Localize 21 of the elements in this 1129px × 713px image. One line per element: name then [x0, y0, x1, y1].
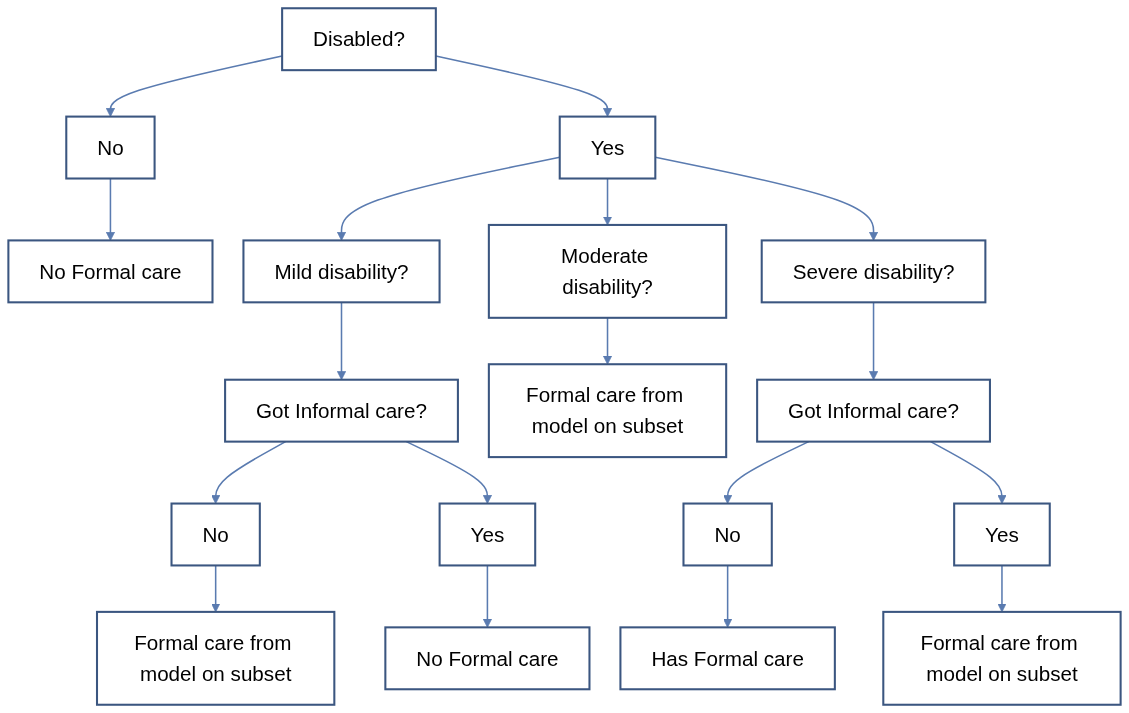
- node-box: No: [170, 502, 261, 567]
- node-box: No Formal care: [7, 239, 214, 304]
- node-box: Formal care from model on subset: [487, 363, 728, 459]
- node-box: Formal care from model on subset: [882, 610, 1122, 706]
- node-box: Mild disability?: [242, 239, 441, 304]
- node-box: Got Informal care?: [224, 378, 459, 443]
- arrow: [435, 55, 613, 117]
- node-box: No: [682, 502, 773, 567]
- node-box: No: [65, 115, 156, 180]
- node-box: Yes: [558, 115, 657, 180]
- node-box: Got Informal care?: [756, 378, 991, 443]
- node-box: Yes: [953, 502, 1051, 567]
- node-box: No Formal care: [384, 626, 591, 691]
- node-box: Formal care from model on subset: [95, 610, 336, 706]
- node-box: Has Formal care: [619, 626, 836, 691]
- arrow: [603, 317, 613, 365]
- node-box: Yes: [438, 502, 537, 567]
- node-box: Moderate disability?: [487, 223, 728, 319]
- node-box: Disabled?: [281, 7, 437, 72]
- arrow: [105, 55, 283, 117]
- node-box: Severe disability?: [760, 239, 987, 304]
